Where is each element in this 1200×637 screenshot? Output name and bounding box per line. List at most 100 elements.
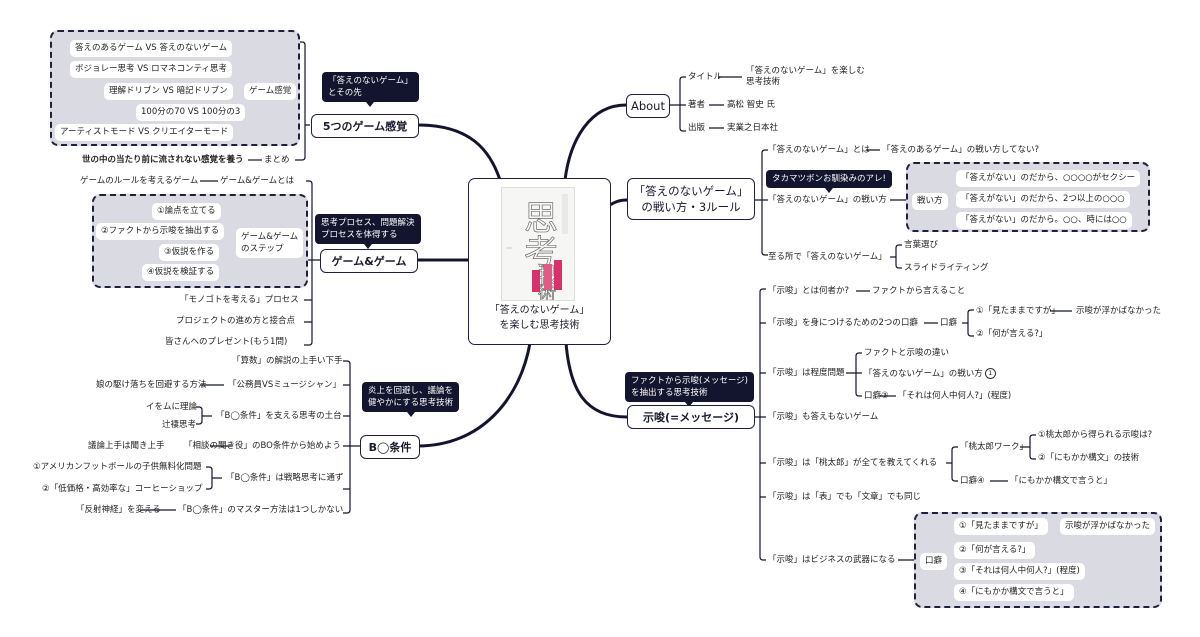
hub-line: ゲーム&ゲーム bbox=[241, 232, 299, 242]
book-cover-art: 思 考 技 術 bbox=[502, 188, 574, 305]
message-q2[interactable]: 「示唆」を身につけるための2つの口癖 bbox=[768, 318, 918, 328]
rules-what-is[interactable]: 「答えのないゲーム」とは bbox=[768, 145, 870, 155]
message-q4[interactable]: 「示唆」も答えもないゲーム bbox=[768, 412, 879, 422]
game-and-game-other[interactable]: 「モノゴトを考える」プロセス bbox=[180, 295, 299, 305]
message-q3[interactable]: 「示唆」は程度問題 bbox=[768, 368, 845, 378]
bo-item-child[interactable]: 辻褄思考 bbox=[162, 420, 197, 430]
message-q2-item1-value[interactable]: 示唆が浮かばなかった bbox=[1076, 306, 1162, 316]
bo-item-child[interactable]: 議論上手は聞き上手 bbox=[88, 441, 165, 451]
rules-everywhere-item[interactable]: 言葉選び bbox=[904, 240, 939, 250]
topic-game-and-game[interactable]: ゲーム&ゲーム bbox=[320, 249, 418, 273]
q3-item-text: 「答えのないゲーム」の戦い方 bbox=[864, 369, 983, 379]
message-q7[interactable]: 「示唆」はビジネスの武器になる bbox=[768, 555, 896, 565]
bo-item-child[interactable]: 「反射神経」を変える bbox=[76, 505, 161, 515]
message-q5-work[interactable]: 「桃太郎ワーク」 bbox=[960, 442, 1029, 452]
message-q5-habit[interactable]: 口癖④ bbox=[960, 476, 985, 486]
rules-what-is-value[interactable]: 「答えのあるゲーム」の戦い方してない? bbox=[882, 145, 1040, 155]
bo-item[interactable]: 「B◯条件」を支える思考の土台 bbox=[216, 411, 342, 421]
bo-item[interactable]: 「公務員VSミュージシャン」 bbox=[228, 380, 342, 390]
game-and-game-other[interactable]: 皆さんへのプレゼント(もう1問) bbox=[165, 337, 288, 347]
message-q7-item1-value[interactable]: 示唆が浮かばなかった bbox=[1060, 518, 1156, 535]
message-q1-value[interactable]: ファクトから言えること bbox=[872, 286, 966, 296]
game-sense-item[interactable]: 100分の70 VS 100分の3 bbox=[136, 104, 246, 121]
branch-about bbox=[563, 103, 628, 182]
bo-item[interactable]: 「B◯条件」は戦略思考に通ず bbox=[226, 473, 344, 483]
message-q2-item[interactable]: ②「何が言える?」 bbox=[976, 329, 1048, 339]
game-sense-summary-label[interactable]: まとめ bbox=[264, 155, 290, 165]
hub-line: のステップ bbox=[241, 244, 284, 254]
bo-item-child[interactable]: ①アメリカンフットボールの子供無料化問題 bbox=[33, 462, 202, 472]
callout-line: 「答えのないゲーム」 bbox=[328, 76, 413, 86]
game-and-game-step[interactable]: ③仮説を作る bbox=[159, 244, 220, 261]
message-q7-item[interactable]: ④「にもかか構文で言うと」 bbox=[954, 584, 1074, 601]
about-label-author[interactable]: 著者 bbox=[688, 100, 706, 110]
rules-how-hub[interactable]: 戦い方 bbox=[912, 193, 948, 210]
topic-about[interactable]: About bbox=[626, 94, 670, 118]
message-q7-item[interactable]: ③「それは何人中何人?」(程度) bbox=[954, 563, 1085, 580]
game-and-game-about-value[interactable]: ゲームのルールを考えるゲーム bbox=[80, 176, 199, 186]
branch-game-sense bbox=[416, 123, 502, 182]
game-and-game-about-label[interactable]: ゲーム&ゲームとは bbox=[220, 176, 295, 186]
message-q1[interactable]: 「示唆」とは何者か? bbox=[768, 286, 850, 296]
topic-bo-condition[interactable]: B◯条件 bbox=[360, 435, 420, 459]
bo-item[interactable]: 「B◯条件」のマスター方法は1つしかない bbox=[178, 505, 344, 515]
bo-item-child[interactable]: イをムに理論 bbox=[146, 402, 198, 412]
game-sense-item[interactable]: アーティストモード VS クリエイターモード bbox=[55, 124, 234, 141]
game-sense-item[interactable]: ボジョレー思考 VS ロマネコンティ思考 bbox=[70, 61, 232, 78]
game-and-game-callout: 思考プロセス、問題解決 プロセスを体得する bbox=[315, 214, 421, 249]
message-q3-habit-value[interactable]: 「それは何人中何人?」(程度) bbox=[898, 391, 1012, 401]
topic-game-sense[interactable]: 5つのゲーム感覚 bbox=[311, 114, 419, 138]
game-sense-item[interactable]: 答えのあるゲーム VS 答えのないゲーム bbox=[70, 40, 233, 57]
message-callout: ファクトから示唆(メッセージ) を抽出する思考技術 bbox=[625, 372, 754, 407]
game-and-game-step[interactable]: ④仮説を検証する bbox=[142, 264, 220, 281]
rules-everywhere[interactable]: 至る所で「答えのないゲーム」 bbox=[768, 252, 887, 262]
message-q5-work-item[interactable]: ①桃太郎から得られる示唆は? bbox=[1038, 430, 1153, 440]
message-q2-item[interactable]: ①「見たままですが」 bbox=[976, 306, 1060, 316]
central-topic[interactable]: 思 考 技 術 「答えのないゲーム」 を楽しむ思考技術 bbox=[468, 178, 611, 345]
message-q3-item[interactable]: ファクトと示唆の違い bbox=[864, 348, 950, 358]
callout-line: を抽出する思考技術 bbox=[631, 388, 708, 398]
message-q6[interactable]: 「示唆」は「表」でも「文章」でも同じ bbox=[768, 492, 922, 502]
message-q2-hub[interactable]: 口癖 bbox=[940, 318, 958, 328]
rules-how-item[interactable]: 「答えがない」のだから、2つ以上の○○○ bbox=[956, 191, 1130, 208]
topic-rules[interactable]: 「答えのないゲーム」 の戦い方・3ルール bbox=[627, 178, 755, 220]
game-and-game-step[interactable]: ①論点を立てる bbox=[152, 203, 221, 220]
game-and-game-steps-hub[interactable]: ゲーム&ゲーム のステップ bbox=[236, 228, 304, 258]
bo-condition-callout: 炎上を回避し、議論を 健やかにする思考技術 bbox=[362, 382, 460, 417]
bo-item[interactable]: 「算数」の解説の上手い下手 bbox=[232, 356, 343, 366]
svg-text:考: 考 bbox=[524, 233, 558, 273]
rules-how[interactable]: 「答えのないゲーム」の戦い方 bbox=[768, 195, 887, 205]
game-sense-summary-value[interactable]: 世の中の当たり前に流されない感覚を養う bbox=[82, 155, 244, 165]
message-q5[interactable]: 「示唆」は「桃太郎」が全てを教えてくれる bbox=[768, 458, 938, 468]
message-q7-hub[interactable]: 口癖 bbox=[920, 553, 948, 570]
about-value-title[interactable]: 「答えのないゲーム」を楽しむ 思考技術 bbox=[746, 66, 865, 88]
game-and-game-other[interactable]: プロジェクトの進め方と接合点 bbox=[176, 316, 296, 326]
game-sense-item[interactable]: 理解ドリブン VS 暗記ドリブン bbox=[104, 83, 233, 100]
message-q3-habit[interactable]: 口癖③ bbox=[864, 391, 889, 401]
topic-line: 「答えのないゲーム」 bbox=[633, 184, 749, 198]
message-q5-habit-value[interactable]: 「にもかか構文で言うと」 bbox=[1010, 476, 1113, 486]
message-q7-item[interactable]: ②「何が言える?」 bbox=[954, 542, 1036, 559]
message-q5-work-item[interactable]: ②「にもかか構文」の技術 bbox=[1038, 453, 1140, 463]
bo-item[interactable]: 「相談の聞き役」のBO条件から始めよう bbox=[184, 441, 341, 451]
about-label-publisher[interactable]: 出版 bbox=[688, 123, 706, 133]
about-value-publisher[interactable]: 実業之日本社 bbox=[727, 123, 779, 133]
rules-callout: タカマツボンお馴染みのアレ! bbox=[766, 170, 892, 193]
game-sense-hub[interactable]: ゲーム感覚 bbox=[244, 83, 297, 100]
callout-line: 思考プロセス、問題解決 bbox=[321, 218, 415, 228]
rules-everywhere-item[interactable]: スライドライティング bbox=[904, 263, 989, 273]
branch-bo-condition bbox=[416, 341, 532, 448]
rules-how-item[interactable]: 「答えがない」のだから。○○、時には○○ bbox=[956, 212, 1132, 229]
central-topic-title: 「答えのないゲーム」 を楽しむ思考技術 bbox=[469, 303, 610, 333]
bo-item-child[interactable]: 娘の駆け落ちを回避する方法 bbox=[96, 380, 207, 390]
about-title-line2: 思考技術 bbox=[746, 77, 781, 87]
topic-message[interactable]: 示唆(=メッセージ) bbox=[627, 405, 755, 429]
about-label-title[interactable]: タイトル bbox=[688, 72, 723, 82]
rules-how-item[interactable]: 「答えがない」のだから、○○○○がセクシー bbox=[956, 170, 1141, 187]
message-q7-item[interactable]: ①「見たままですが」 bbox=[954, 518, 1048, 535]
game-and-game-step[interactable]: ②ファクトから示唆を抽出する bbox=[96, 223, 225, 240]
about-value-author[interactable]: 高松 智史 氏 bbox=[727, 100, 775, 110]
bo-item-child[interactable]: ②「低価格・高効率な」コーヒーショップ bbox=[42, 484, 203, 494]
